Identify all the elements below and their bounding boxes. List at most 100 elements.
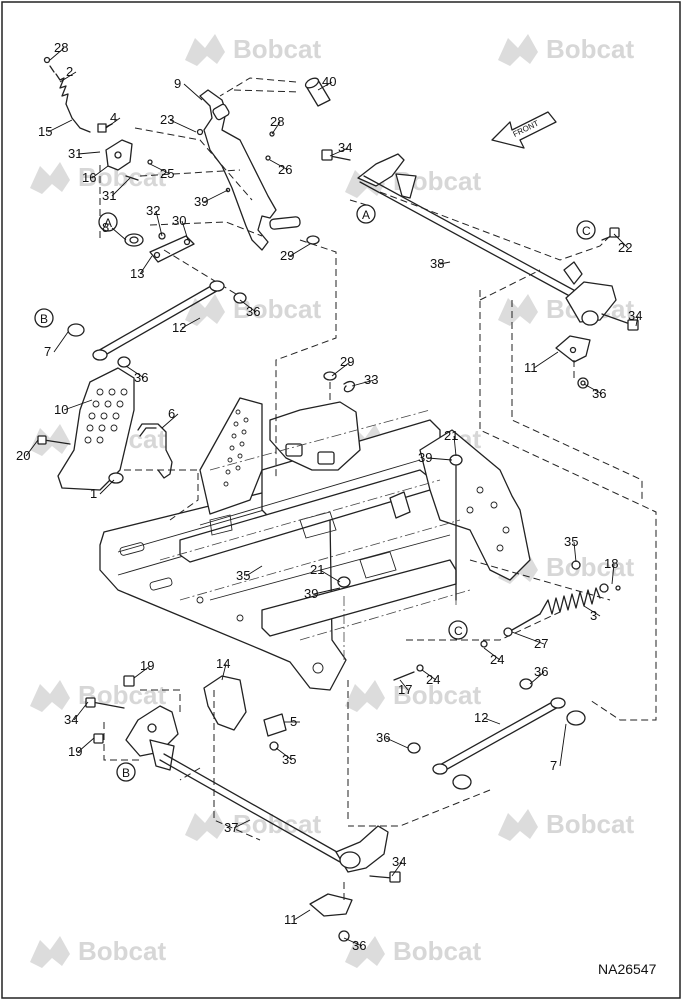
callout-leader	[293, 909, 311, 921]
callout-label: 13	[130, 266, 144, 281]
callout-leader	[331, 361, 351, 377]
callout-leader	[427, 457, 453, 461]
reference-tag: A	[362, 208, 370, 222]
callout-label: 37	[224, 820, 238, 835]
watermark-text: Bobcat	[233, 294, 321, 324]
callout-label: 35	[282, 752, 296, 767]
watermark-logo: Bobcat	[30, 162, 166, 194]
callout-leader	[111, 227, 127, 241]
callout-leader	[221, 663, 227, 681]
callout-label: 12	[172, 320, 186, 335]
callout-label: 15	[38, 124, 52, 139]
callout-label: 24	[490, 652, 504, 667]
callout-label: 8	[102, 220, 109, 235]
callout-leader	[329, 147, 349, 157]
callout-leader	[47, 119, 73, 133]
callout-leader	[313, 587, 341, 595]
callout-label: 1	[90, 486, 97, 501]
callout-label: 6	[168, 406, 175, 421]
watermark-text: Bobcat	[233, 34, 321, 64]
callout-label: 4	[110, 110, 117, 125]
callout-label: 28	[54, 40, 68, 55]
front-direction-arrow: FRONT	[491, 111, 557, 149]
callout-label: 17	[398, 682, 412, 697]
pin-clip-parts	[323, 371, 356, 400]
callout-leader	[613, 233, 629, 249]
reference-tags: A A B B C C	[34, 204, 596, 782]
callout-label: 39	[194, 194, 208, 209]
callout-label: 18	[604, 556, 618, 571]
callout-leader	[149, 163, 171, 175]
callout-leader	[583, 605, 601, 617]
callout-leader	[399, 679, 409, 691]
callout-label: 34	[392, 854, 406, 869]
callout-label: 19	[140, 658, 154, 673]
callout-leader	[139, 255, 153, 275]
watermark-logo: Bobcat	[498, 809, 634, 841]
callout-label: 12	[474, 710, 488, 725]
callout-label: 26	[278, 162, 292, 177]
callout-label: 10	[54, 402, 68, 417]
watermark-logo: Bobcat	[345, 680, 481, 712]
callout-leader	[133, 665, 151, 679]
watermark-logo: Bobcat	[185, 294, 321, 326]
callout-leader	[385, 737, 409, 749]
callout-leader	[105, 117, 121, 129]
callout-label: 35	[236, 568, 250, 583]
callout-label: 31	[68, 146, 82, 161]
callout-leader	[59, 71, 77, 83]
callout-leader	[343, 937, 363, 947]
callout-leader	[53, 331, 69, 353]
reference-tag: B	[122, 766, 130, 780]
callout-leader	[183, 83, 203, 101]
callout-leader	[169, 119, 197, 133]
watermark-logo: Bobcat	[185, 34, 321, 66]
callout-leader	[181, 220, 189, 241]
watermark-text: Bobcat	[233, 809, 321, 839]
callout-label: 9	[174, 76, 181, 91]
callout-label: 2	[66, 64, 73, 79]
callout-leader	[511, 631, 545, 645]
watermark-text: Bobcat	[546, 34, 634, 64]
spring-parts	[337, 454, 621, 681]
callout-leader	[91, 165, 109, 179]
watermark-logo: Bobcat	[30, 936, 166, 968]
callout-leader	[239, 299, 257, 313]
callout-label: 36	[246, 304, 260, 319]
callout-leader	[77, 151, 101, 155]
callout-label: 35	[564, 534, 578, 549]
callout-label: 19	[68, 744, 82, 759]
callout-label: 22	[618, 240, 632, 255]
callout-label: 3	[590, 608, 597, 623]
callout-leader	[77, 737, 95, 753]
watermark-logo: Bobcat	[498, 34, 634, 66]
callout-label: 33	[364, 372, 378, 387]
reference-tag: C	[454, 624, 463, 638]
callout-leader	[533, 351, 559, 369]
callout-leader	[421, 669, 437, 681]
callout-label: 23	[160, 112, 174, 127]
figure-code: NA26547	[598, 961, 657, 977]
watermark-text: Bobcat	[393, 680, 481, 710]
callout-leader	[319, 569, 341, 583]
watermark-logo: Bobcat	[345, 936, 481, 968]
callout-leader	[317, 81, 333, 91]
callout-label: 24	[426, 672, 440, 687]
callout-label: 5	[290, 714, 297, 729]
callout-label: 21	[310, 562, 324, 577]
link-plate-assembly	[67, 232, 247, 368]
watermark-logo: Bobcat	[30, 680, 166, 712]
callout-label: 11	[284, 912, 298, 927]
callout-label: 38	[430, 256, 444, 271]
callout-leader	[73, 701, 89, 721]
callout-leader	[559, 723, 567, 767]
callout-leader	[611, 563, 615, 585]
callout-label: 21	[444, 428, 458, 443]
callout-leader	[391, 861, 403, 877]
callout-leader	[483, 647, 501, 661]
lower-rocker-shaft-assembly	[85, 675, 401, 942]
callout-leader	[161, 413, 179, 429]
